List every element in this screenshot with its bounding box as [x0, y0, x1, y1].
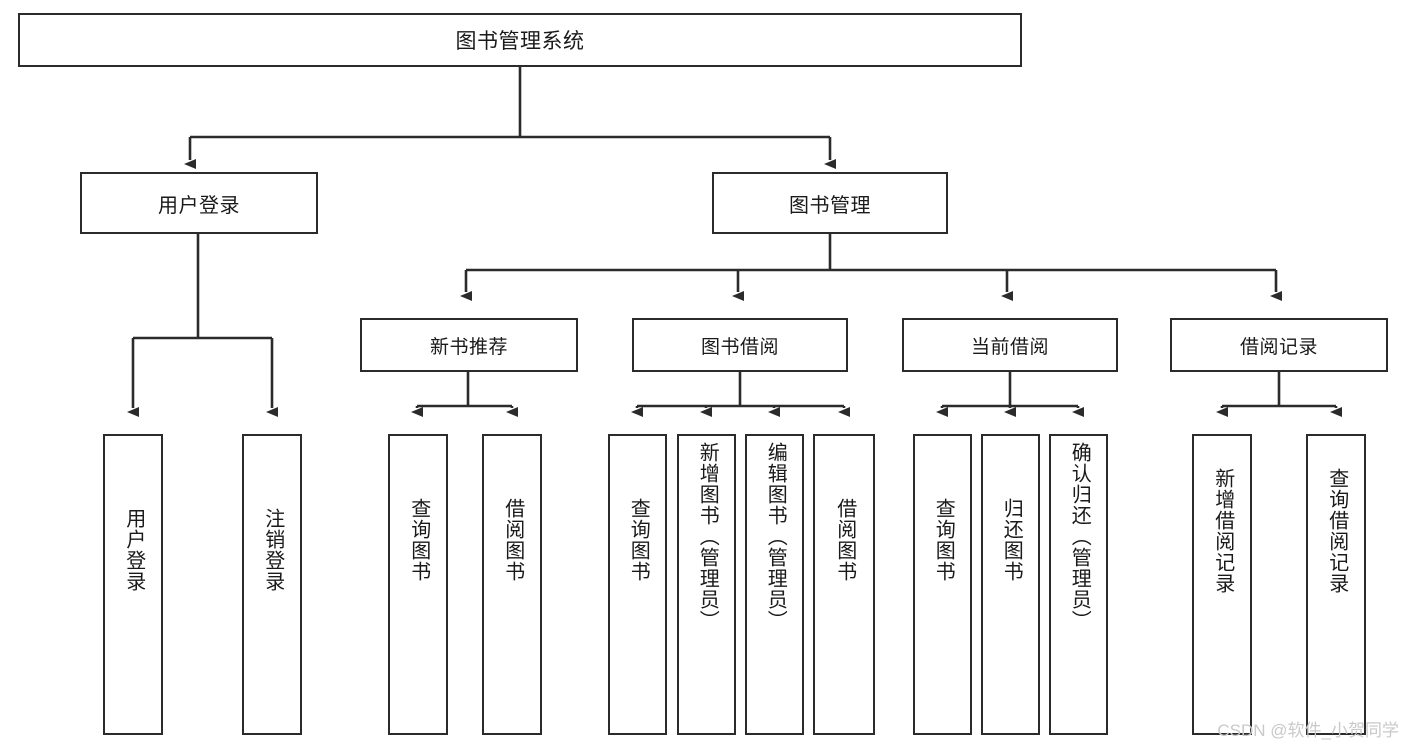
- leaf-query-book-current-label: 查询图书: [932, 498, 955, 582]
- node-book-management[interactable]: 图书管理: [712, 172, 948, 234]
- leaf-logout[interactable]: 注销登录: [242, 434, 302, 735]
- leaf-edit-book-admin-label: 编辑图书（管理员）: [764, 442, 787, 631]
- leaf-add-borrow-record[interactable]: 新增借阅记录: [1192, 434, 1252, 735]
- leaf-borrow-book[interactable]: 借阅图书: [813, 434, 875, 735]
- leaf-query-book-borrow[interactable]: 查询图书: [608, 434, 667, 735]
- leaf-return-book-label: 归还图书: [1000, 498, 1023, 582]
- leaf-borrow-book-label: 借阅图书: [833, 498, 856, 582]
- node-root-label: 图书管理系统: [455, 30, 585, 53]
- csdn-watermark: CSDN @软件_小贺同学: [1217, 721, 1399, 740]
- leaf-confirm-return-admin[interactable]: 确认归还（管理员）: [1049, 434, 1108, 735]
- node-user-login-label: 用户登录: [158, 194, 240, 217]
- node-book-borrow-label: 图书借阅: [700, 336, 779, 358]
- leaf-confirm-return-admin-label: 确认归还（管理员）: [1068, 442, 1091, 631]
- leaf-add-borrow-record-label: 新增借阅记录: [1211, 468, 1234, 594]
- node-new-book-recommend-label: 新书推荐: [429, 336, 508, 358]
- node-borrow-record[interactable]: 借阅记录: [1170, 318, 1388, 372]
- node-book-borrow[interactable]: 图书借阅: [632, 318, 848, 372]
- leaf-return-book[interactable]: 归还图书: [981, 434, 1040, 735]
- node-borrow-record-label: 借阅记录: [1239, 336, 1318, 358]
- leaf-query-book-recommend[interactable]: 查询图书: [388, 434, 448, 735]
- node-book-management-label: 图书管理: [789, 194, 871, 217]
- leaf-add-book-admin[interactable]: 新增图书（管理员）: [677, 434, 736, 735]
- leaf-query-book-borrow-label: 查询图书: [627, 498, 650, 582]
- leaf-user-login-label: 用户登录: [122, 508, 145, 592]
- leaf-logout-label: 注销登录: [261, 508, 284, 592]
- leaf-borrow-book-recommend-label: 借阅图书: [501, 498, 524, 582]
- leaf-add-book-admin-label: 新增图书（管理员）: [696, 442, 719, 631]
- leaf-query-book-current[interactable]: 查询图书: [913, 434, 972, 735]
- leaf-query-borrow-record-label: 查询借阅记录: [1325, 468, 1348, 594]
- leaf-borrow-book-recommend[interactable]: 借阅图书: [482, 434, 542, 735]
- node-new-book-recommend[interactable]: 新书推荐: [360, 318, 578, 372]
- leaf-query-borrow-record[interactable]: 查询借阅记录: [1306, 434, 1366, 735]
- leaf-query-book-recommend-label: 查询图书: [407, 498, 430, 582]
- leaf-edit-book-admin[interactable]: 编辑图书（管理员）: [745, 434, 804, 735]
- leaf-user-login[interactable]: 用户登录: [103, 434, 163, 735]
- node-current-borrow[interactable]: 当前借阅: [902, 318, 1118, 372]
- node-root[interactable]: 图书管理系统: [18, 13, 1022, 67]
- node-user-login[interactable]: 用户登录: [80, 172, 318, 234]
- node-current-borrow-label: 当前借阅: [970, 336, 1049, 358]
